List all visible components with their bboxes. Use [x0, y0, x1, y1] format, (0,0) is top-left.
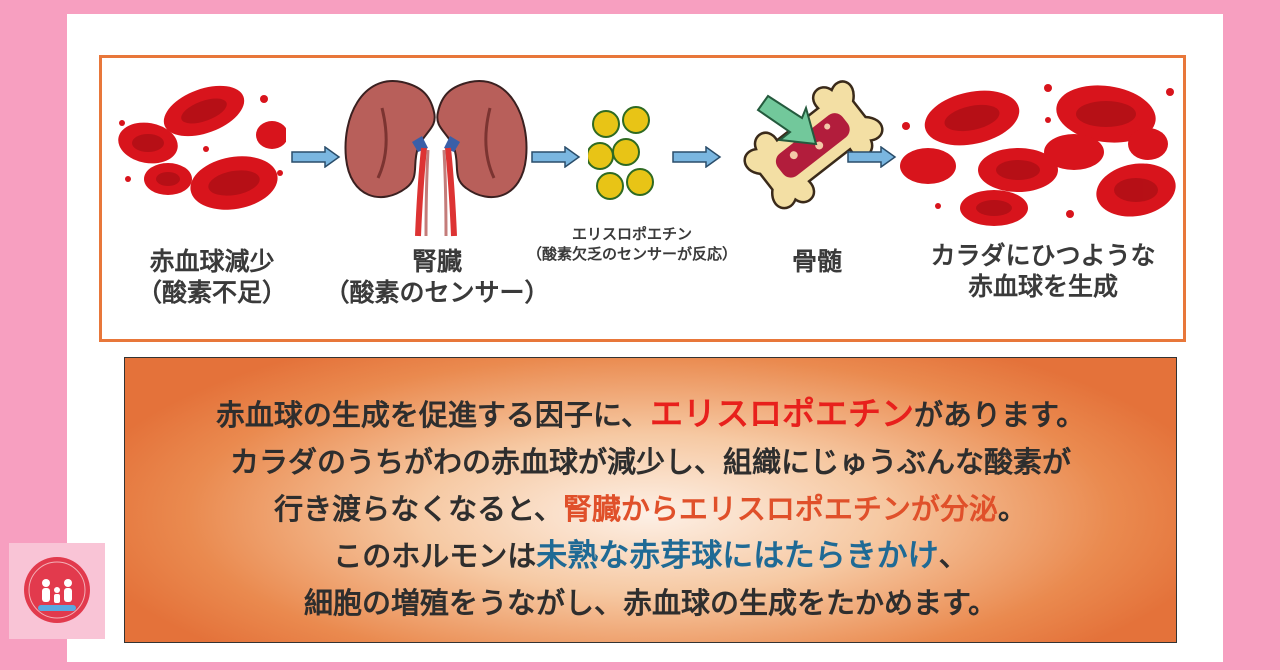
highlight-erythropoietin: エリスロポエチン [650, 394, 915, 433]
site-logo [9, 543, 105, 639]
arrow-right-icon [291, 146, 341, 168]
explanation-line-5: 細胞の増殖をうながし、赤血球の生成をたかめます。 [303, 586, 998, 620]
arrow-right-icon [672, 146, 722, 168]
step-label-rbc-production: カラダにひつような赤血球を生成 [930, 241, 1156, 302]
arrow-right-icon [531, 146, 581, 168]
highlight-erythroblast: 未熟な赤芽球にはたらきかけ [536, 538, 939, 574]
kidneys-icon [344, 80, 528, 237]
highlight-kidney-secretion: 腎臓からエリスロポエチンが分泌 [562, 492, 998, 526]
explanation-line-4: このホルモンは未熟な赤芽球にはたらきかけ、 [333, 538, 968, 574]
logo-emblem [24, 557, 90, 623]
explanation-text: 赤血球の生成を促進する因子に、エリスロポエチンがあります。 カラダのうちがわの赤… [125, 390, 1176, 627]
step-label-bone-marrow: 骨髄 [791, 247, 842, 276]
red-blood-cells-icon [118, 85, 286, 210]
process-flow-box: 赤血球減少（酸素不足） 腎臓（酸素のセンサー） エリスロポエチン（酸素欠乏のセン… [99, 55, 1186, 342]
explanation-line-1: 赤血球の生成を促進する因子に、エリスロポエチンがあります。 [215, 394, 1086, 433]
step-label-erythropoietin: エリスロポエチン（酸素欠乏のセンサーが反応） [526, 225, 737, 264]
arrow-right-icon [847, 146, 897, 168]
step-label-kidney: 腎臓（酸素のセンサー） [324, 247, 550, 308]
erythropoietin-cells-icon [588, 106, 654, 200]
red-blood-cells-icon [900, 84, 1176, 226]
explanation-line-2: カラダのうちがわの赤血球が減少し、組織にじゅうぶんな酸素が [229, 445, 1071, 479]
explanation-line-3: 行き渡らなくなると、腎臓からエリスロポエチンが分泌。 [274, 492, 1027, 526]
explanation-box: 赤血球の生成を促進する因子に、エリスロポエチンがあります。 カラダのうちがわの赤… [124, 357, 1177, 643]
step-label-rbc-decrease: 赤血球減少（酸素不足） [136, 247, 287, 308]
family-logo-icon [28, 561, 86, 619]
bone-marrow-icon [743, 80, 884, 210]
